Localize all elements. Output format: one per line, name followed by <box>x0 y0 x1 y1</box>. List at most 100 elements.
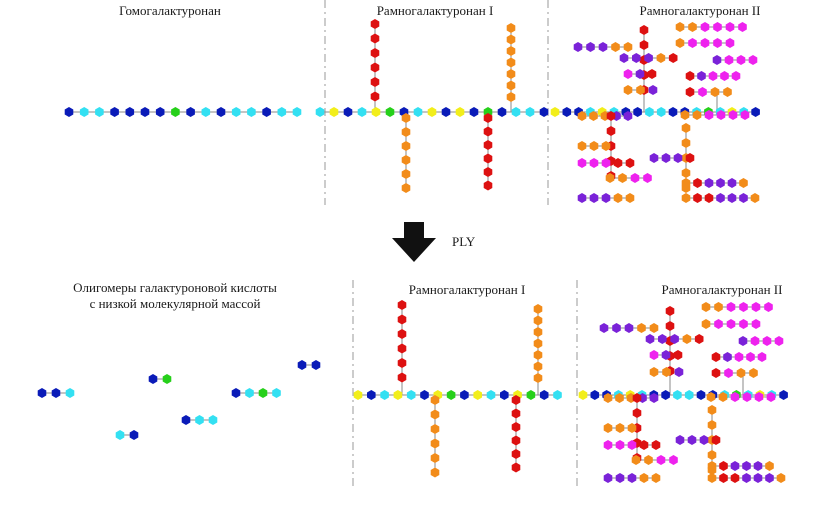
magenta-sugar-residue <box>713 22 722 32</box>
magenta-sugar-residue <box>704 110 714 120</box>
orange-sugar-residue <box>701 319 711 329</box>
cyan-sugar-residue <box>315 107 325 117</box>
green-sugar-residue <box>446 390 456 400</box>
orange-sugar-residue <box>533 361 543 372</box>
navy-sugar-residue <box>262 107 271 117</box>
orange-sugar-residue <box>601 141 611 151</box>
navy-sugar-residue <box>661 390 670 400</box>
cyan-sugar-residue <box>247 107 256 117</box>
magenta-sugar-residue <box>601 158 611 168</box>
orange-sugar-residue <box>625 193 635 203</box>
purple-sugar-residue <box>675 435 685 445</box>
navy-sugar-residue <box>751 107 760 117</box>
purple-sugar-residue <box>649 393 659 403</box>
orange-sugar-residue <box>401 183 411 193</box>
magenta-sugar-residue <box>708 71 718 81</box>
yellow-sugar-residue <box>550 107 560 117</box>
navy-sugar-residue <box>148 374 158 384</box>
orange-sugar-residue <box>533 304 543 314</box>
orange-sugar-residue <box>680 110 690 120</box>
cyan-sugar-residue <box>380 390 389 400</box>
cyan-sugar-residue <box>208 415 218 425</box>
region-dividers <box>324 0 578 488</box>
orange-sugar-residue <box>765 461 774 471</box>
magenta-sugar-residue <box>742 392 752 402</box>
red-sugar-residue <box>693 178 702 188</box>
cyan-sugar-residue <box>511 107 521 117</box>
purple-sugar-residue <box>738 336 748 346</box>
purple-sugar-residue <box>687 435 697 445</box>
orange-sugar-residue <box>506 46 516 56</box>
orange-sugar-residue <box>430 395 440 405</box>
red-sugar-residue <box>647 69 657 79</box>
red-sugar-residue <box>719 461 728 471</box>
navy-sugar-residue <box>231 388 241 398</box>
purple-sugar-residue <box>598 42 608 52</box>
orange-sugar-residue <box>533 350 543 360</box>
orange-sugar-residue <box>430 438 440 449</box>
red-sugar-residue <box>370 62 380 73</box>
navy-sugar-residue <box>469 107 479 117</box>
magenta-sugar-residue <box>700 38 710 48</box>
green-sugar-residue <box>526 390 536 400</box>
red-sugar-residue <box>370 33 380 44</box>
yellow-sugar-residue <box>353 390 363 400</box>
magenta-sugar-residue <box>688 38 697 48</box>
navy-sugar-residue <box>367 390 376 400</box>
green-sugar-residue <box>171 107 180 117</box>
orange-sugar-residue <box>615 423 625 433</box>
red-sugar-residue <box>673 350 683 360</box>
orange-sugar-residue <box>506 57 516 68</box>
red-sugar-residue <box>693 193 702 203</box>
cyan-sugar-residue <box>231 107 241 117</box>
purple-sugar-residue <box>712 55 722 65</box>
magenta-sugar-residue <box>751 302 761 312</box>
purple-sugar-residue <box>644 53 653 63</box>
magenta-sugar-residue <box>739 302 748 312</box>
orange-sugar-residue <box>636 85 645 95</box>
magenta-sugar-residue <box>724 368 733 378</box>
purple-sugar-residue <box>727 193 737 203</box>
red-sugar-residue <box>704 193 714 203</box>
orange-sugar-residue <box>577 111 587 121</box>
red-sugar-residue <box>397 343 407 354</box>
red-sugar-residue <box>483 153 493 164</box>
orange-sugar-residue <box>681 168 691 178</box>
sugar-residues <box>37 19 788 483</box>
red-sugar-residue <box>511 462 521 473</box>
orange-sugar-residue <box>736 368 746 378</box>
down-arrow-icon <box>392 222 436 262</box>
purple-sugar-residue <box>624 323 634 333</box>
orange-sugar-residue <box>675 22 685 32</box>
red-sugar-residue <box>665 321 675 331</box>
label-oligomers-line2: с низкой молекулярной массой <box>90 296 261 311</box>
magenta-sugar-residue <box>725 38 735 48</box>
red-sugar-residue <box>606 126 616 136</box>
red-sugar-residue <box>639 440 649 450</box>
yellow-sugar-residue <box>427 107 437 117</box>
orange-sugar-residue <box>681 138 691 148</box>
purple-sugar-residue <box>601 193 611 203</box>
orange-sugar-residue <box>651 473 661 483</box>
purple-sugar-residue <box>661 350 671 360</box>
magenta-sugar-residue <box>762 336 772 346</box>
label-homogalacturonan: Гомогалактуронан <box>119 3 221 18</box>
navy-sugar-residue <box>633 107 642 117</box>
orange-sugar-residue <box>662 367 671 377</box>
orange-sugar-residue <box>401 141 411 151</box>
orange-sugar-residue <box>618 173 627 183</box>
orange-sugar-residue <box>718 392 728 402</box>
red-sugar-residue <box>665 306 675 316</box>
orange-sugar-residue <box>430 467 440 478</box>
navy-sugar-residue <box>562 107 572 117</box>
navy-sugar-residue <box>590 390 600 400</box>
magenta-sugar-residue <box>700 22 710 32</box>
label-rg2-top: Рамногалактуронан II <box>640 3 761 18</box>
magenta-sugar-residue <box>764 302 773 312</box>
navy-sugar-residue <box>125 107 135 117</box>
navy-sugar-residue <box>311 360 321 370</box>
navy-sugar-residue <box>51 388 61 398</box>
magenta-sugar-residue <box>716 110 726 120</box>
cyan-sugar-residue <box>272 388 281 398</box>
red-sugar-residue <box>639 40 649 50</box>
